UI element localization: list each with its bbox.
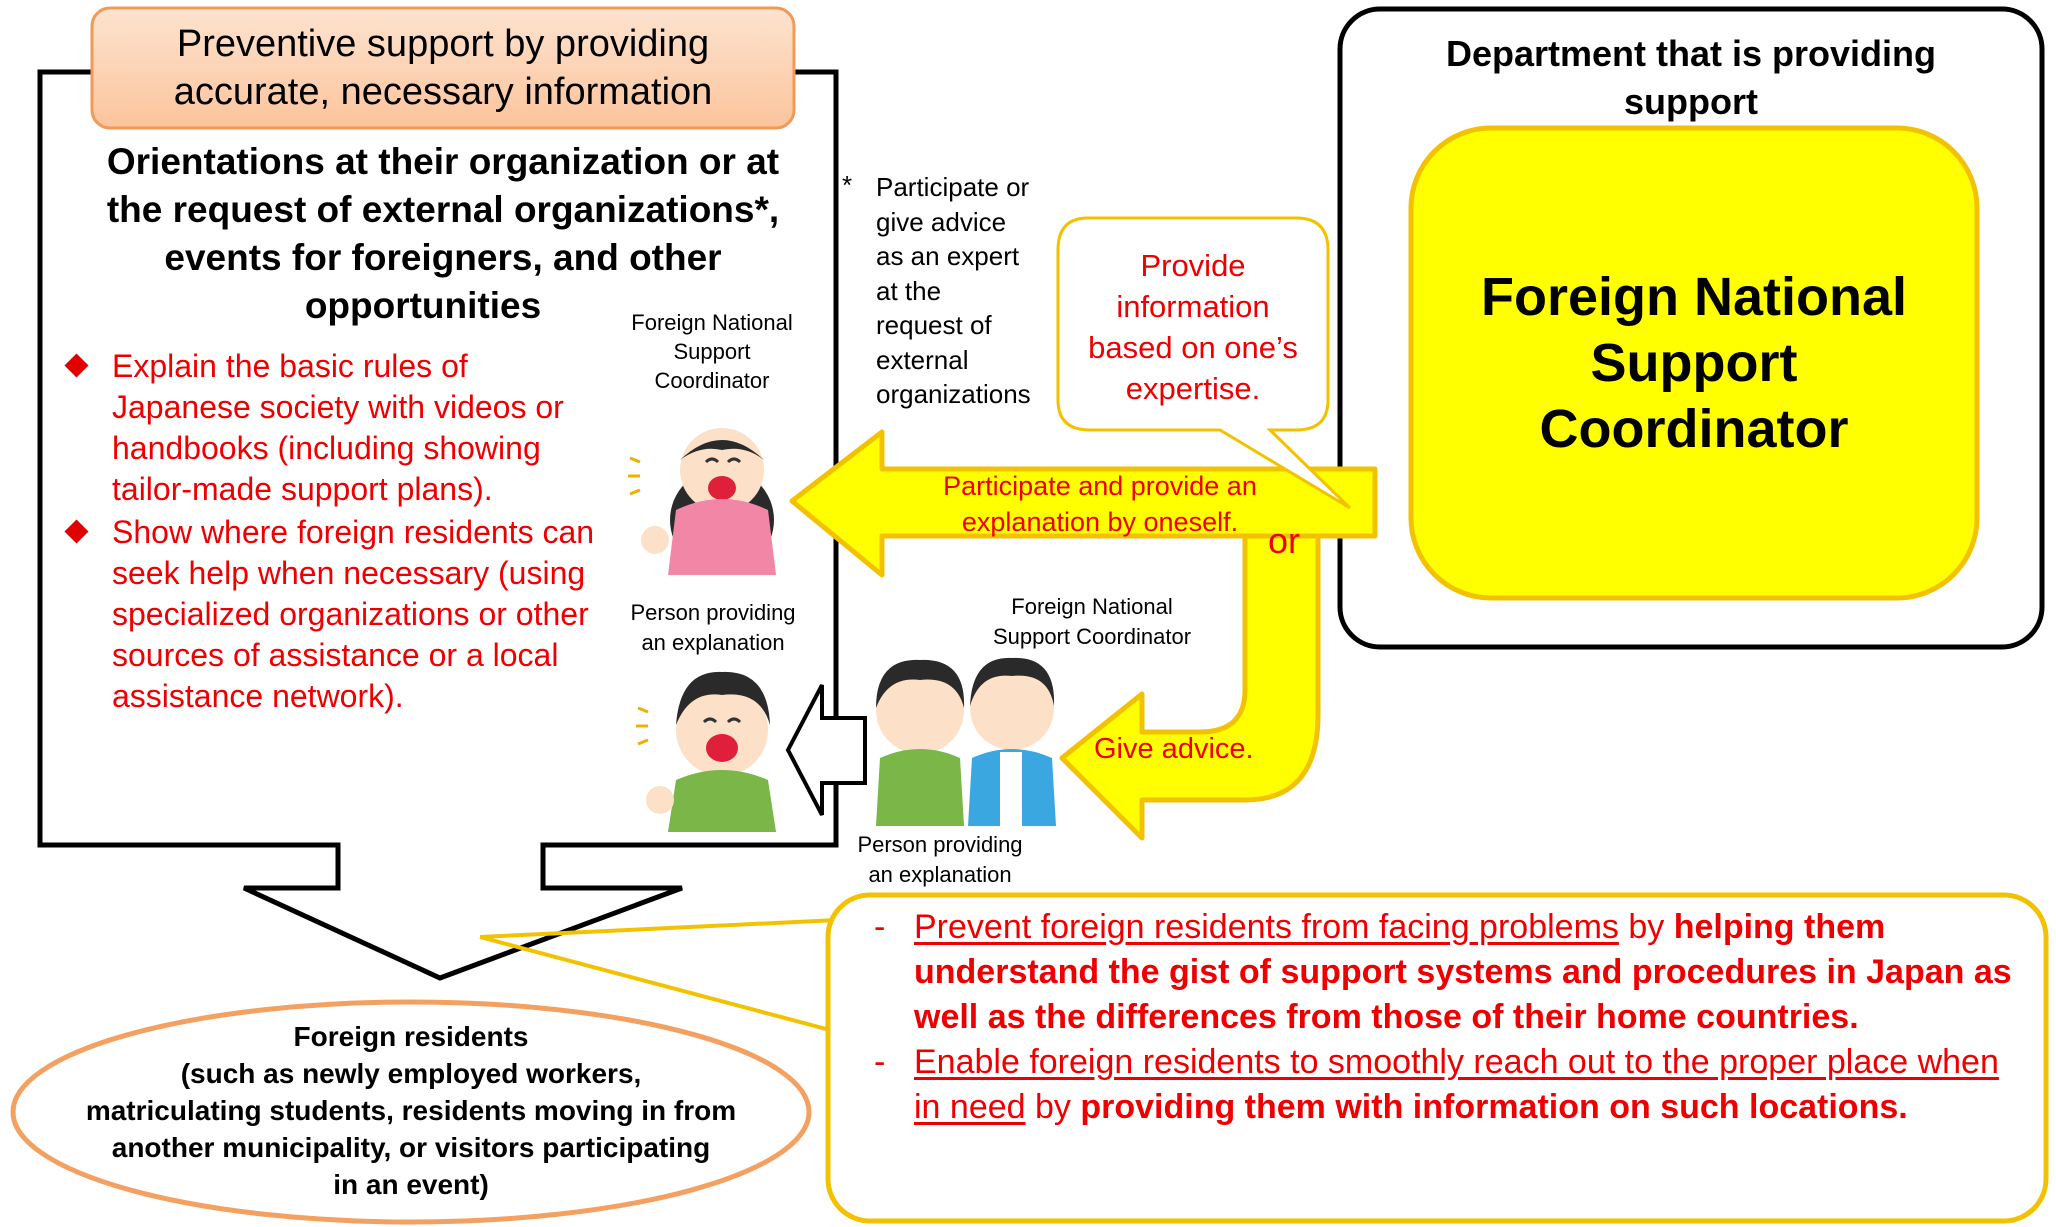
- label-line: Foreign National: [1011, 594, 1173, 619]
- banner-line-1: Preventive support by providing: [176, 23, 710, 65]
- outcome-item: - Prevent foreign residents from facing …: [868, 905, 2018, 1040]
- banner-line-2: accurate, necessary information: [173, 71, 713, 113]
- bubble-line: information: [1116, 289, 1270, 324]
- residents-line: in an event): [333, 1169, 489, 1200]
- orientation-title-line-4: opportunities: [304, 285, 542, 326]
- label-line: Support Coordinator: [992, 624, 1192, 649]
- coordinator-right-label: Foreign National Support Coordinator: [972, 592, 1212, 652]
- footnote-line: as an expert: [876, 241, 1020, 271]
- diamond-bullet-icon: [64, 519, 89, 544]
- arrow-label-line: Participate and provide an: [943, 471, 1257, 501]
- outcome-bold: providing them with information on such …: [1080, 1088, 1908, 1126]
- bullet-text: Explain the basic rules of Japanese soci…: [112, 348, 564, 507]
- orientation-title-line-3: events for foreigners, and other: [164, 237, 722, 278]
- label-line: an explanation: [868, 862, 1012, 887]
- footnote-line: request of: [876, 310, 992, 340]
- bubble-line: based on one’s: [1088, 330, 1298, 365]
- residents-line: matriculating students, residents moving…: [85, 1095, 737, 1126]
- orientation-bullet: Explain the basic rules of Japanese soci…: [62, 346, 602, 510]
- bullet-text: Show where foreign residents can seek he…: [112, 514, 595, 714]
- coordinator-title-line: Coordinator: [1539, 399, 1849, 459]
- coordinator-title: Foreign National Support Coordinator: [1411, 264, 1977, 462]
- outcome-box: [825, 892, 2049, 1224]
- outcome-item: - Enable foreign residents to smoothly r…: [868, 1040, 2018, 1130]
- orientation-title-line-2: the request of external organizations*,: [106, 189, 780, 230]
- outcome-plain: by: [1618, 908, 1674, 946]
- footnote-line: Participate or: [876, 172, 1030, 202]
- explain-arrow: [785, 684, 867, 816]
- pointer-line-2: [479, 916, 881, 939]
- advice-arrow-label: Give advice.: [1094, 733, 1254, 765]
- person-left-label: Person providing an explanation: [608, 598, 818, 658]
- bubble-line: expertise.: [1125, 371, 1261, 406]
- coordinator-box: [1408, 125, 1980, 601]
- residents-text: Foreign residents (such as newly employe…: [30, 1018, 792, 1203]
- banner-box: [90, 6, 796, 130]
- arrow-label-line: explanation by oneself.: [961, 507, 1239, 537]
- label-line: Person providing: [630, 600, 796, 625]
- speech-bubble-shape: [1056, 216, 1352, 510]
- department-title-line: Department that is providing: [1445, 33, 1937, 74]
- outcome-underlined: Enable foreign residents to smoothly rea…: [914, 1043, 1999, 1126]
- or-label: or: [1268, 520, 1301, 561]
- pointer-line: [479, 935, 831, 1032]
- person-left-illustration: [636, 671, 776, 832]
- coordinator-top-label: Foreign National Support Coordinator: [612, 308, 812, 395]
- banner-text: Preventive support by providing accurate…: [92, 20, 794, 116]
- footnote-line: at the: [876, 275, 942, 306]
- outcome-bold: helping them understand the gist of supp…: [914, 908, 2012, 1036]
- label-line: Foreign National: [631, 310, 793, 335]
- bubble-line: Provide: [1140, 248, 1246, 283]
- outcome-plain: by: [1025, 1088, 1081, 1126]
- residents-ellipse: [10, 999, 812, 1225]
- dash-bullet: -: [874, 1043, 886, 1081]
- footnote-line: external: [876, 344, 969, 375]
- residents-line: Foreign residents: [293, 1021, 529, 1052]
- orientation-title: Orientations at their organization or at…: [48, 138, 838, 330]
- participate-arrow-label: Participate and provide an explanation b…: [900, 468, 1300, 540]
- dash-bullet: -: [874, 908, 886, 946]
- label-line: an explanation: [641, 630, 785, 655]
- coordinator-title-line: Support: [1590, 333, 1798, 393]
- footnote-text: Participate or give advice as an expert …: [876, 170, 1056, 412]
- footnote-line: give advice: [876, 206, 1007, 237]
- advice-arrow: [1059, 533, 1321, 841]
- footnote-mark: *: [842, 170, 853, 200]
- footnote-line: organizations: [876, 379, 1031, 409]
- orientation-bullet: Show where foreign residents can seek he…: [62, 512, 602, 717]
- label-line: Person providing: [857, 832, 1023, 857]
- outcome-list: - Prevent foreign residents from facing …: [868, 905, 2018, 1130]
- person-bottom-label: Person providing an explanation: [830, 830, 1050, 890]
- department-title-line: support: [1624, 81, 1758, 122]
- outcome-underlined: Prevent foreign residents from facing pr…: [914, 908, 1619, 946]
- residents-line: another municipality, or visitors partic…: [111, 1132, 711, 1163]
- label-line: Coordinator: [654, 368, 770, 393]
- department-title: Department that is providing support: [1340, 30, 2042, 126]
- speech-bubble-text: Provide information based on one’s exper…: [1058, 245, 1328, 409]
- orientation-bullets: Explain the basic rules of Japanese soci…: [62, 346, 602, 717]
- label-line: Support: [673, 339, 751, 364]
- coordinator-title-line: Foreign National: [1480, 267, 1907, 327]
- residents-line: (such as newly employed workers,: [180, 1058, 642, 1089]
- two-men-illustration: [876, 657, 1056, 826]
- coordinator-woman-illustration: [628, 428, 776, 575]
- diamond-bullet-icon: [64, 353, 89, 378]
- orientation-title-line-1: Orientations at their organization or at: [106, 141, 780, 182]
